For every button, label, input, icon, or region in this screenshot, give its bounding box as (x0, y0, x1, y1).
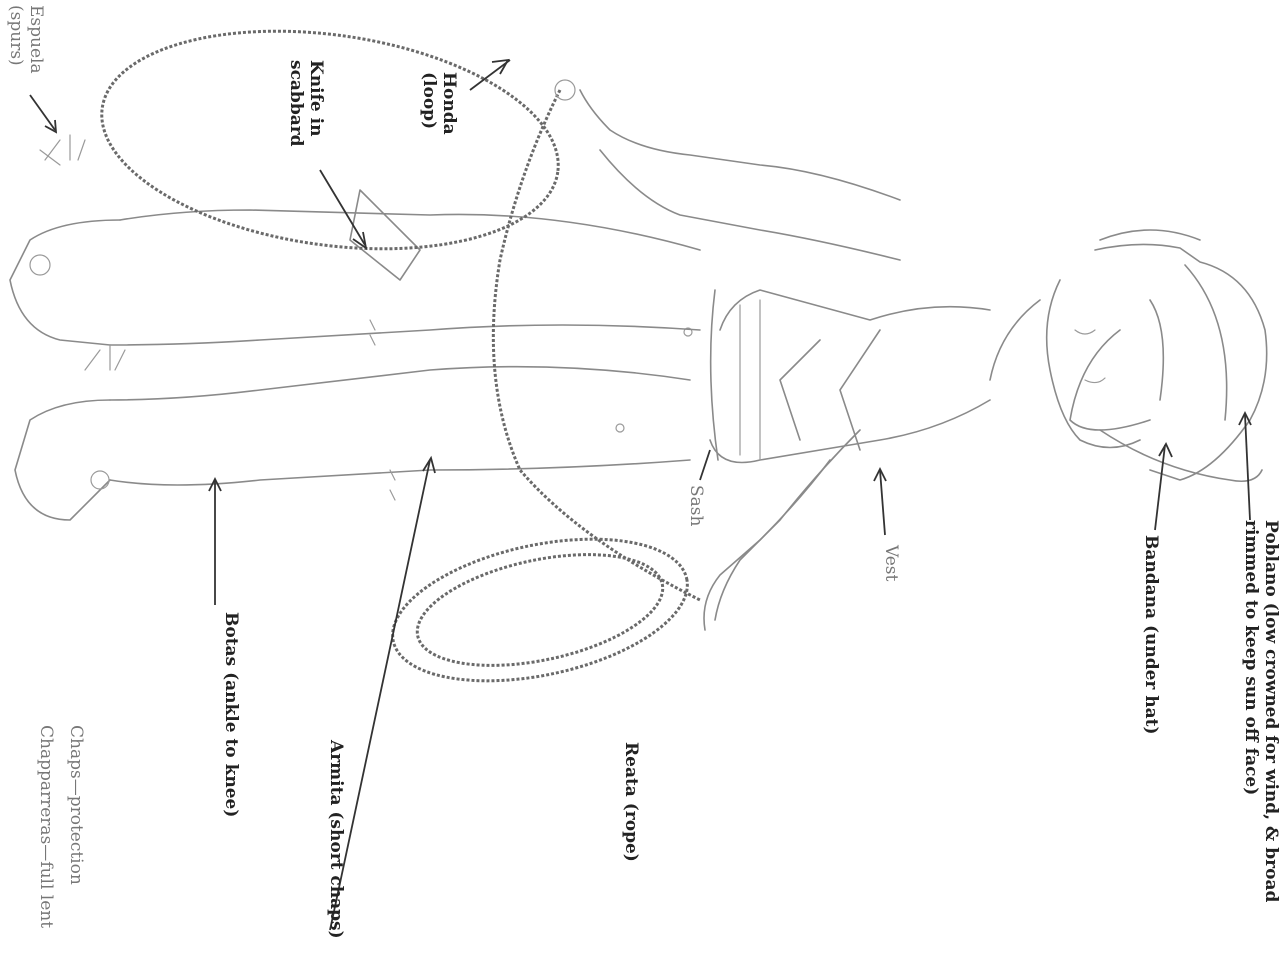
left-arm-drawing (580, 90, 900, 260)
legs-drawing (110, 210, 700, 500)
label-espuela: Espuela (spurs) (6, 5, 45, 74)
hat-drawing (1095, 230, 1267, 481)
lariat-drawing (88, 4, 701, 705)
label-botas: Botas (ankle to knee) (220, 612, 240, 817)
label-poblano: Poblano (low crowned for wind, & broad r… (1241, 520, 1280, 902)
torso-drawing (616, 290, 990, 463)
knife-drawing (350, 190, 420, 280)
head-drawing (990, 280, 1140, 448)
chaps-note-protection: Chaps—protection (65, 725, 85, 885)
label-armita: Armita (short chaps) (325, 740, 345, 939)
sash-drawing (711, 290, 718, 460)
label-reata: Reata (rope) (620, 742, 640, 862)
label-knife: Knife in scabbard (286, 60, 325, 147)
spurs-drawing (40, 135, 125, 370)
bandana-drawing (1070, 330, 1150, 430)
boots-drawing (10, 220, 120, 520)
label-vest: Vest (880, 545, 900, 581)
label-sash: Sash (685, 485, 705, 526)
label-bandana: Bandana (under hat) (1140, 535, 1160, 735)
chaps-note-full-length: Chapparreras—full lent (35, 725, 55, 928)
label-honda: Honda (loop) (419, 72, 458, 135)
